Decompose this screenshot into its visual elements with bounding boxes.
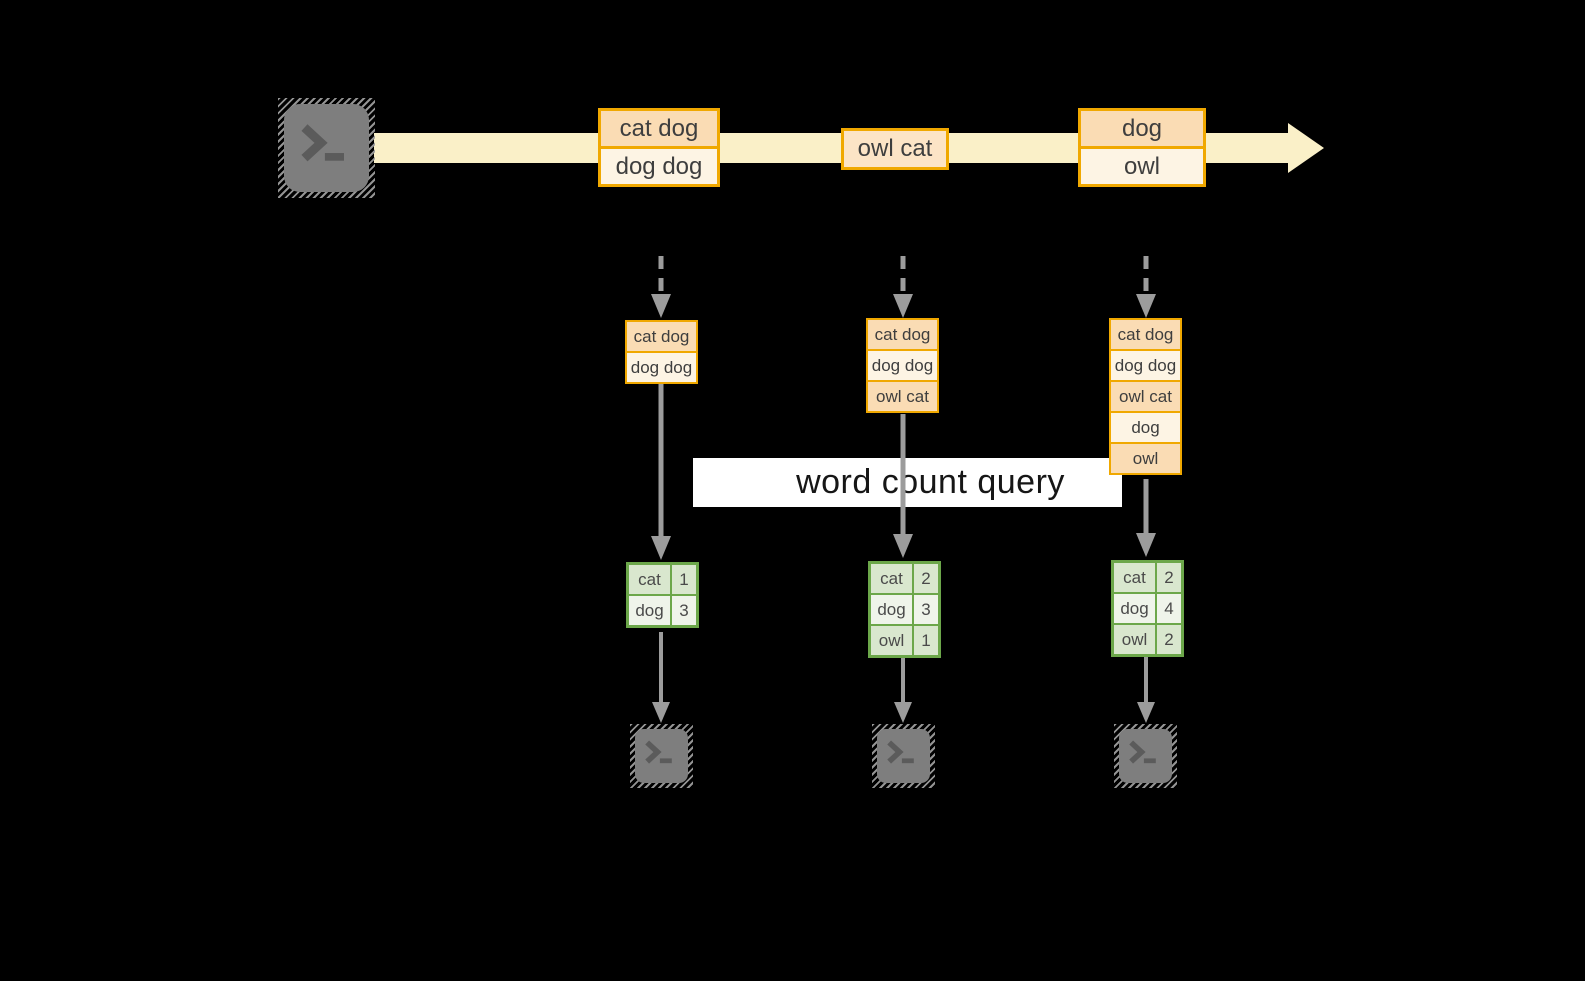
word-cell: dog <box>1114 594 1155 623</box>
count-cell: 4 <box>1157 594 1181 623</box>
word-cell: cat <box>1114 563 1155 592</box>
arrow-down-icon <box>652 632 670 723</box>
arrow-down-icon <box>1136 479 1156 557</box>
word-cell: cat <box>629 565 670 594</box>
count-cell: 3 <box>914 595 938 624</box>
stream-arrow-head-icon <box>1288 123 1324 173</box>
word-cell: owl <box>871 626 912 655</box>
record: dog <box>1081 111 1203 146</box>
arrow-down-icon <box>651 384 671 560</box>
count-cell: 2 <box>914 564 938 593</box>
word-cell: cat <box>871 564 912 593</box>
word-cell: owl <box>1114 625 1155 654</box>
word-cell: dog <box>871 595 912 624</box>
dashed-arrow-down-icon <box>1136 256 1156 318</box>
record: dog <box>1111 411 1180 442</box>
word-count-table-2: cat 2 dog 3 owl 1 <box>868 561 941 658</box>
count-cell: 1 <box>672 565 696 594</box>
terminal-body <box>635 729 688 783</box>
record: owl cat <box>1111 380 1180 411</box>
query-label: word count query <box>693 458 1122 507</box>
terminal-body <box>284 104 369 192</box>
record: cat dog <box>868 320 937 349</box>
arrow-down-icon <box>894 658 912 723</box>
record: owl <box>1111 442 1180 473</box>
count-cell: 1 <box>914 626 938 655</box>
count-cell: 2 <box>1157 625 1181 654</box>
terminal-body <box>877 729 930 783</box>
record: dog dog <box>627 351 696 382</box>
prompt-glyph-icon <box>300 123 344 161</box>
count-cell: 3 <box>672 596 696 625</box>
terminal-sink-icon <box>630 724 693 788</box>
stream-batch-3: dog owl <box>1078 108 1206 187</box>
record: dog dog <box>601 146 717 184</box>
state-buffer-3: cat dog dog dog owl cat dog owl <box>1109 318 1182 475</box>
stream-batch-2: owl cat <box>841 128 949 170</box>
state-buffer-1: cat dog dog dog <box>625 320 698 384</box>
prompt-glyph-icon <box>887 740 915 765</box>
state-buffer-2: cat dog dog dog owl cat <box>866 318 939 413</box>
word-count-table-1: cat 1 dog 3 <box>626 562 699 628</box>
terminal-source-icon <box>278 98 375 198</box>
terminal-sink-icon <box>872 724 935 788</box>
arrow-down-icon <box>893 414 913 558</box>
record: owl <box>1081 146 1203 184</box>
arrow-down-icon <box>1137 657 1155 723</box>
word-cell: dog <box>629 596 670 625</box>
prompt-glyph-icon <box>645 740 673 765</box>
record: cat dog <box>601 111 717 146</box>
record: owl cat <box>844 131 946 167</box>
record: dog dog <box>868 349 937 380</box>
dashed-arrow-down-icon <box>893 256 913 318</box>
prompt-glyph-icon <box>1129 740 1157 765</box>
record: dog dog <box>1111 349 1180 380</box>
count-cell: 2 <box>1157 563 1181 592</box>
terminal-body <box>1119 729 1172 783</box>
record: cat dog <box>627 322 696 351</box>
record: cat dog <box>1111 320 1180 349</box>
dashed-arrow-down-icon <box>651 256 671 318</box>
word-count-table-3: cat 2 dog 4 owl 2 <box>1111 560 1184 657</box>
record: owl cat <box>868 380 937 411</box>
stream-batch-1: cat dog dog dog <box>598 108 720 187</box>
terminal-sink-icon <box>1114 724 1177 788</box>
